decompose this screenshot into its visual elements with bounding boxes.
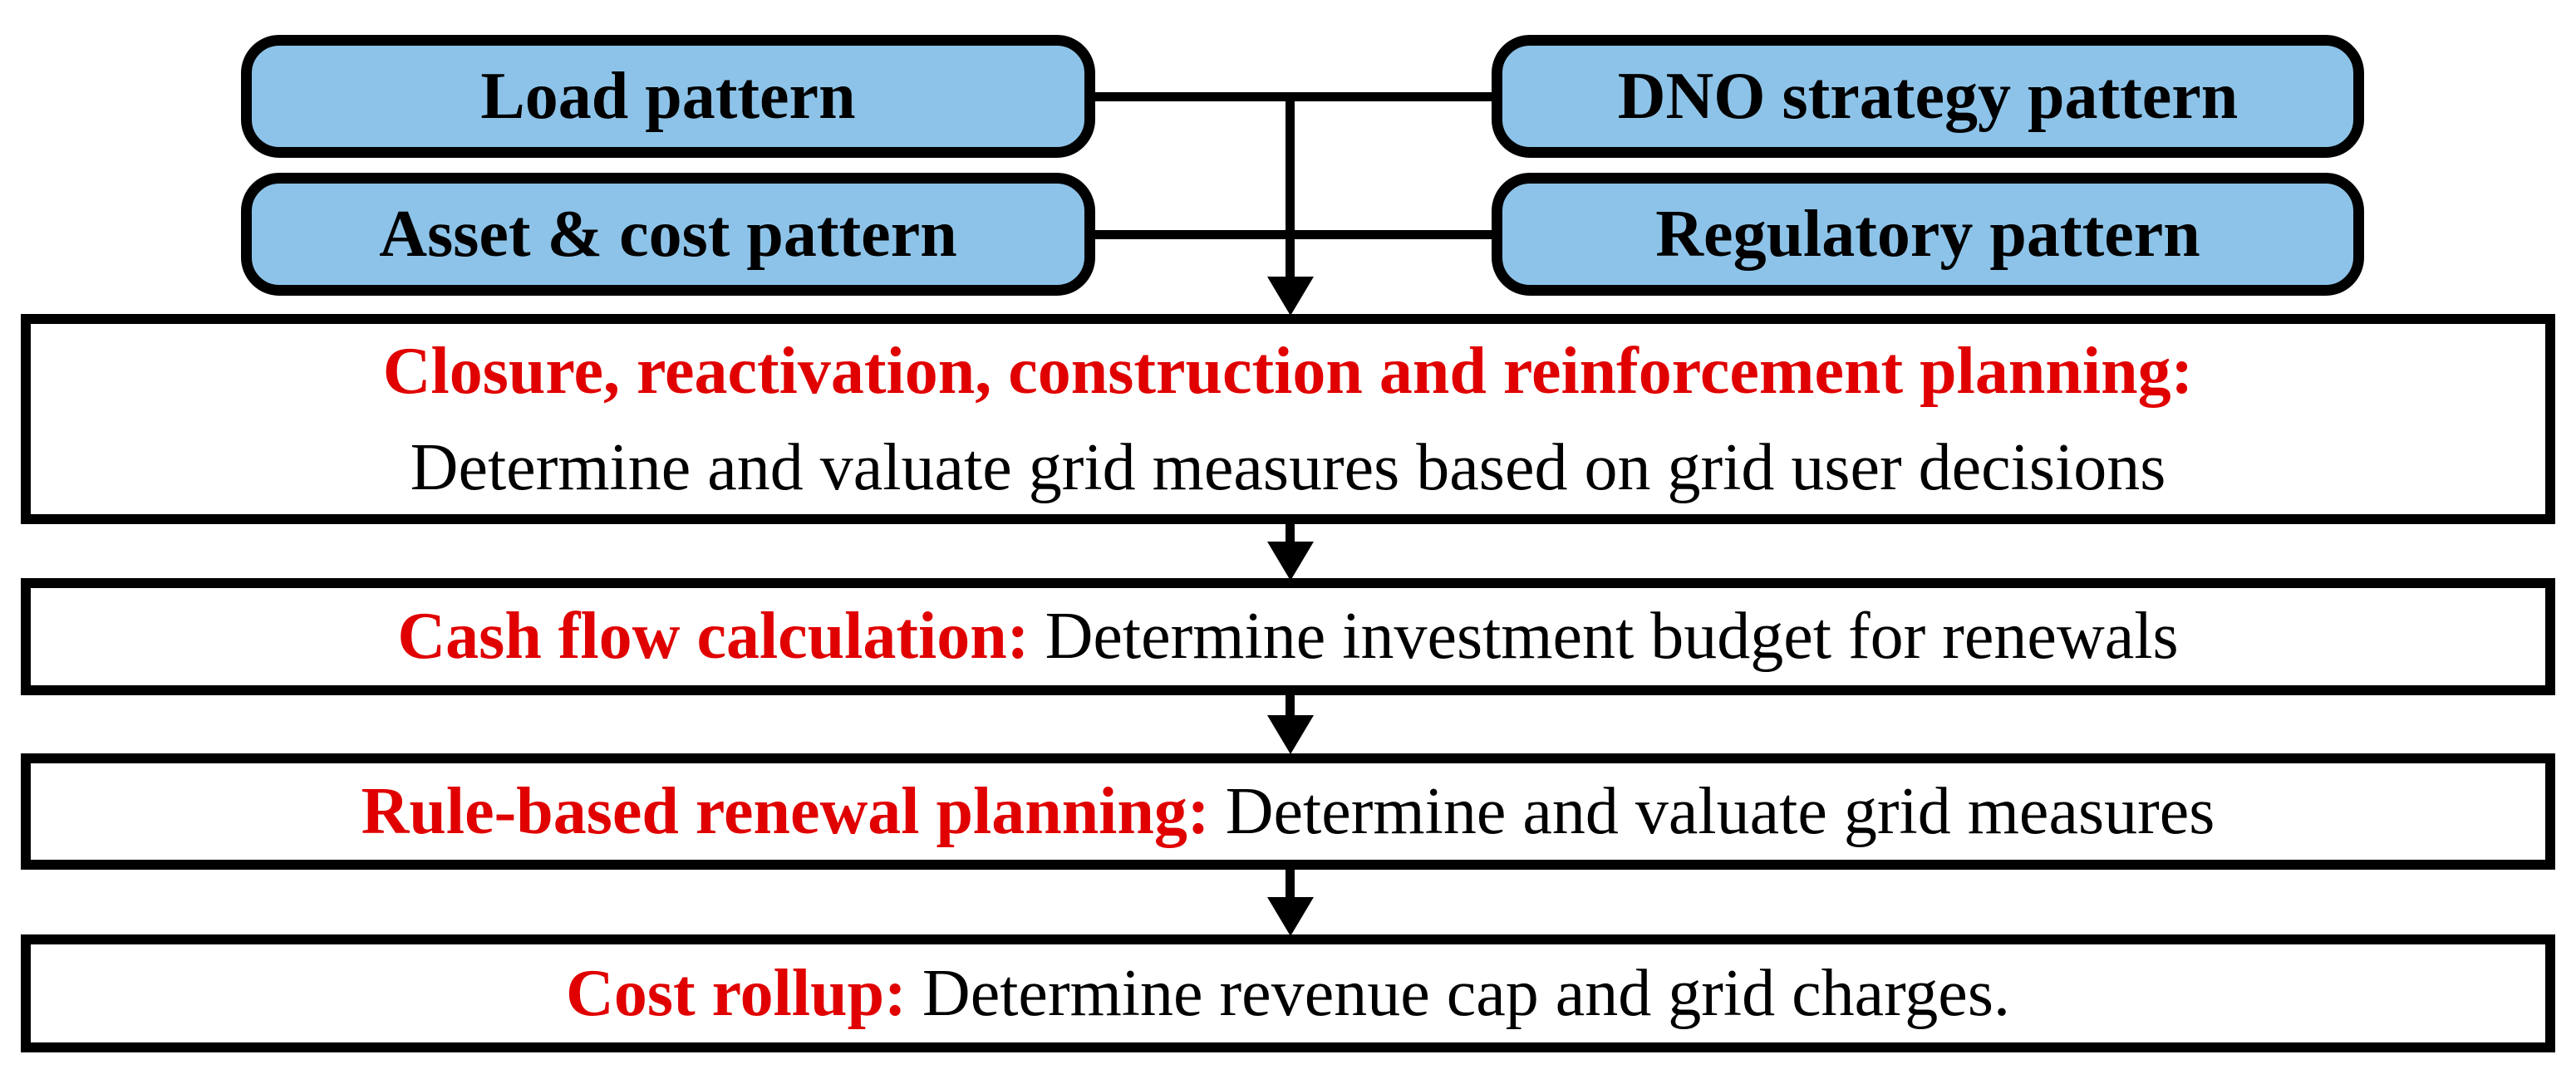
flow-arrow-stem <box>1286 868 1295 900</box>
step-box-planning: Closure, reactivation, construction and … <box>21 314 2555 524</box>
pattern-box-regulatory: Regulatory pattern <box>1492 173 2364 296</box>
down-arrow-icon <box>1267 897 1314 936</box>
pattern-box-dno-strategy: DNO strategy pattern <box>1492 35 2364 158</box>
step-description: Determine and valuate grid measures base… <box>410 430 2166 504</box>
pattern-box-regulatory-label: Regulatory pattern <box>1655 197 2200 271</box>
pattern-box-asset-cost: Asset & cost pattern <box>241 173 1095 296</box>
step-heading: Rule-based renewal planning: <box>361 774 1210 848</box>
pattern-box-load-label: Load pattern <box>480 59 856 133</box>
flow-arrow-stem <box>1286 522 1295 545</box>
step-description: Determine revenue cap and grid charges. <box>922 956 2010 1030</box>
step-heading: Closure, reactivation, construction and … <box>382 334 2194 408</box>
down-arrow-icon <box>1267 715 1314 754</box>
connector-center-vertical-line <box>1286 92 1295 279</box>
pattern-box-load: Load pattern <box>241 35 1095 158</box>
step-box-renewal: Rule-based renewal planning:Determine an… <box>21 753 2555 870</box>
step-description: Determine and valuate grid measures <box>1225 774 2215 848</box>
pattern-box-dno-strategy-label: DNO strategy pattern <box>1617 59 2239 133</box>
down-arrow-icon <box>1267 277 1314 316</box>
step-heading: Cash flow calculation: <box>397 600 1030 673</box>
step-box-rollup: Cost rollup:Determine revenue cap and gr… <box>21 934 2555 1052</box>
step-description: Determine investment budget for renewals <box>1045 600 2179 673</box>
step-box-cashflow: Cash flow calculation:Determine investme… <box>21 578 2555 695</box>
down-arrow-icon <box>1267 542 1314 581</box>
flow-arrow-stem <box>1286 694 1295 719</box>
pattern-box-asset-cost-label: Asset & cost pattern <box>379 197 957 271</box>
step-heading: Cost rollup: <box>566 956 907 1030</box>
